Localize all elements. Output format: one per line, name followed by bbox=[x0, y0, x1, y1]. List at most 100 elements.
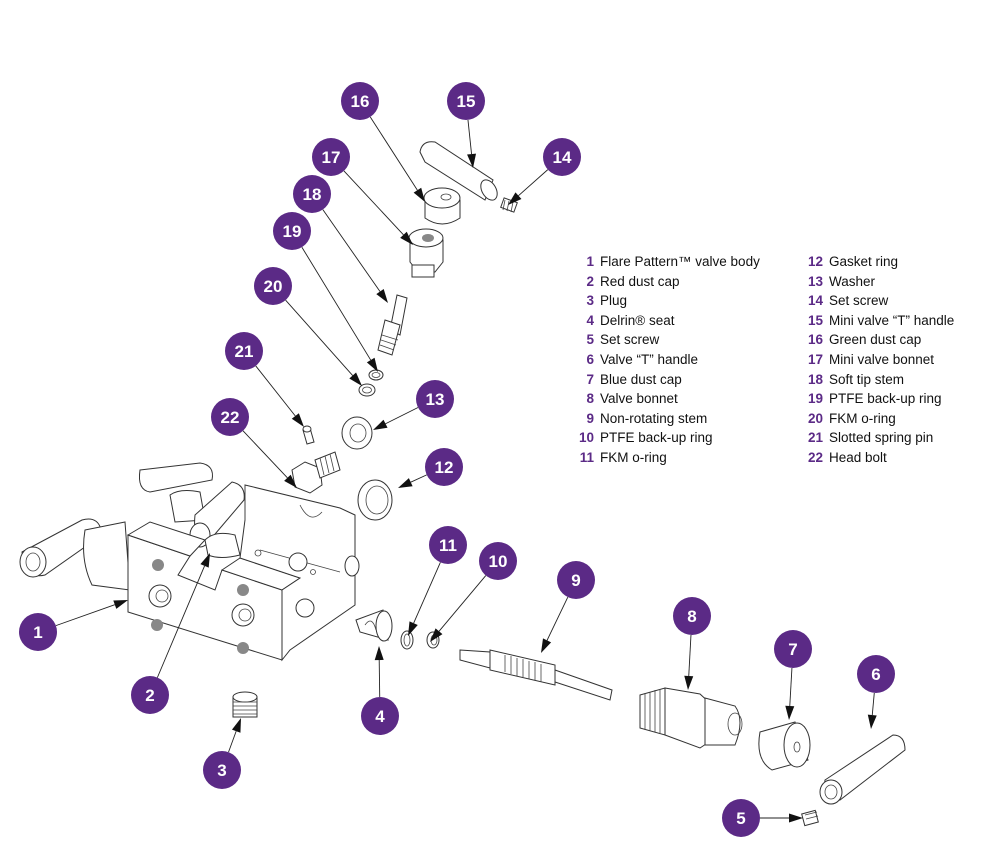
legend-item: 19 PTFE back-up ring bbox=[801, 389, 954, 409]
callout-circle bbox=[543, 138, 581, 176]
callout-circle bbox=[722, 799, 760, 837]
legend-item-number: 20 bbox=[807, 410, 823, 426]
callout-5: 5 bbox=[722, 799, 760, 837]
callout-number: 7 bbox=[788, 640, 797, 659]
callout-circle bbox=[131, 676, 169, 714]
legend-item-label: Non-rotating stem bbox=[600, 410, 708, 426]
arrowhead-icon bbox=[113, 600, 128, 609]
callout-number: 4 bbox=[375, 707, 385, 726]
arrowhead-icon bbox=[508, 192, 522, 205]
legend-item-label: Slotted spring pin bbox=[829, 430, 934, 446]
part-head-bolt bbox=[291, 451, 341, 494]
part-green-dust-cap bbox=[423, 187, 461, 225]
callout-circle bbox=[225, 332, 263, 370]
callout-circle bbox=[429, 526, 467, 564]
callout-number: 13 bbox=[426, 390, 445, 409]
callout-circle bbox=[254, 267, 292, 305]
callout-number: 17 bbox=[322, 148, 341, 167]
callout-number: 1 bbox=[33, 623, 42, 642]
callout-9: 9 bbox=[557, 561, 595, 599]
callout-circle bbox=[211, 398, 249, 436]
callout-number: 6 bbox=[871, 665, 880, 684]
legend-item: 9 Non-rotating stem bbox=[578, 409, 760, 429]
legend-item-label: Gasket ring bbox=[829, 254, 899, 269]
legend-item-label: Blue dust cap bbox=[600, 371, 682, 387]
legend-item-number: 19 bbox=[807, 391, 823, 407]
legend-item-number: 14 bbox=[807, 293, 823, 309]
part-gasket-ring bbox=[357, 479, 393, 521]
callout-circle bbox=[774, 630, 812, 668]
callout-number: 15 bbox=[457, 92, 476, 111]
leader-line bbox=[228, 730, 237, 753]
callout-number: 11 bbox=[439, 536, 457, 555]
legend-item-label: Mini valve “T” handle bbox=[829, 312, 955, 328]
callout-15: 15 bbox=[447, 82, 485, 120]
leader-line bbox=[467, 119, 472, 155]
leader-line bbox=[156, 565, 205, 678]
leader-line bbox=[301, 246, 372, 361]
callout-13: 13 bbox=[416, 380, 454, 418]
callout-2: 2 bbox=[131, 676, 169, 714]
callout-number: 9 bbox=[571, 571, 580, 590]
part-soft-tip-stem bbox=[377, 294, 408, 356]
callout-circle bbox=[273, 212, 311, 250]
legend-item: 12 Gasket ring bbox=[801, 252, 954, 272]
leader-line bbox=[255, 365, 296, 417]
callout-number: 12 bbox=[435, 458, 454, 477]
arrowhead-icon bbox=[413, 187, 425, 202]
callout-number: 21 bbox=[235, 342, 254, 361]
part-washer bbox=[341, 416, 373, 450]
leader-line bbox=[55, 604, 115, 627]
callout-number: 22 bbox=[221, 408, 240, 427]
callout-circle bbox=[19, 613, 57, 651]
legend-item-label: Valve “T” handle bbox=[600, 351, 699, 367]
callout-17: 17 bbox=[312, 138, 350, 176]
arrowhead-icon bbox=[291, 413, 304, 427]
part-ptfe-ring-19 bbox=[368, 369, 384, 381]
callout-circle bbox=[416, 380, 454, 418]
callout-number: 16 bbox=[351, 92, 370, 111]
legend-item-number: 10 bbox=[578, 430, 594, 446]
callout-number: 5 bbox=[736, 809, 745, 828]
legend-item-label: Delrin® seat bbox=[600, 312, 675, 328]
legend-item: 10 PTFE back-up ring bbox=[578, 428, 760, 448]
legend-item-label: Plug bbox=[600, 293, 628, 309]
legend-item-number: 18 bbox=[807, 371, 823, 387]
arrowhead-icon bbox=[366, 357, 378, 372]
legend-item: 4 Delrin® seat bbox=[578, 311, 760, 331]
arrowhead-icon bbox=[398, 478, 413, 488]
legend-item-label: FKM o-ring bbox=[829, 410, 896, 426]
legend-item-number: 9 bbox=[586, 410, 594, 426]
legend-item-number: 4 bbox=[586, 312, 594, 328]
legend-item-label: PTFE back-up ring bbox=[600, 430, 713, 446]
legend-item-number: 5 bbox=[586, 332, 594, 348]
legend-item-number: 12 bbox=[807, 254, 823, 269]
leader-line bbox=[322, 209, 381, 292]
arrowhead-icon bbox=[373, 419, 388, 430]
callout-18: 18 bbox=[293, 175, 331, 213]
leader-line bbox=[242, 430, 288, 479]
legend-item-label: PTFE back-up ring bbox=[829, 391, 942, 407]
callout-circle bbox=[857, 655, 895, 693]
callout-21: 21 bbox=[225, 332, 263, 370]
leader-line bbox=[413, 562, 441, 624]
callout-19: 19 bbox=[273, 212, 311, 250]
callout-number: 14 bbox=[553, 148, 572, 167]
leader-line bbox=[378, 659, 381, 698]
part-mini-valve-bonnet bbox=[408, 228, 444, 278]
callout-circle bbox=[341, 82, 379, 120]
legend-item-label: Soft tip stem bbox=[829, 371, 905, 387]
arrowhead-icon bbox=[231, 718, 241, 733]
arrowhead-icon bbox=[789, 813, 803, 823]
leader-line bbox=[410, 474, 427, 483]
callout-circle bbox=[447, 82, 485, 120]
